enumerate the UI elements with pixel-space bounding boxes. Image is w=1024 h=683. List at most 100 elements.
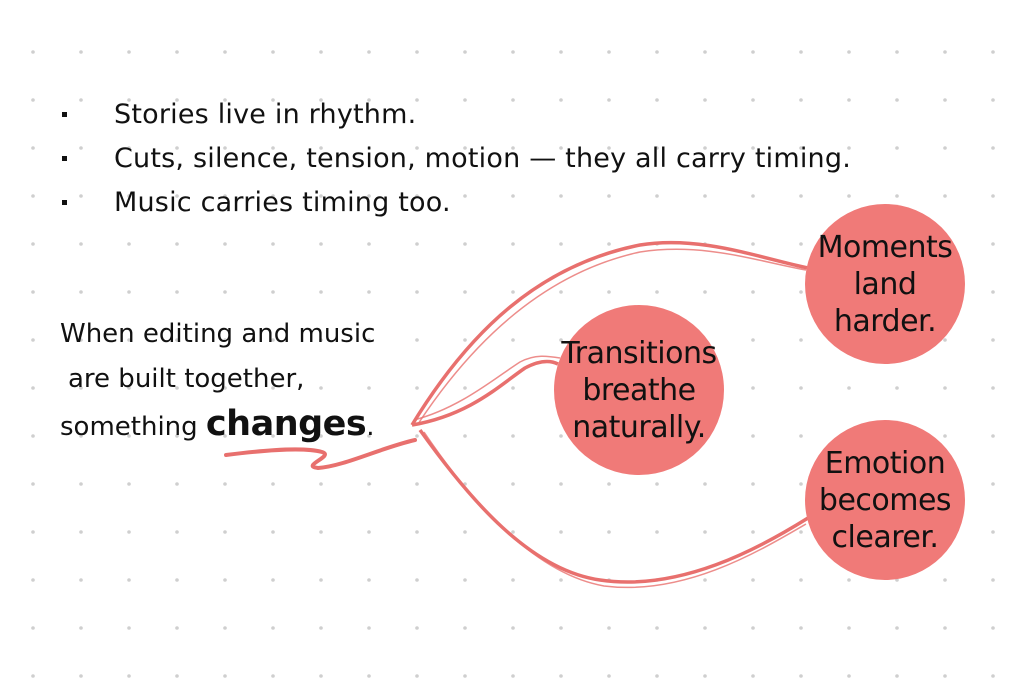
grid-dot xyxy=(319,50,323,54)
grid-dot xyxy=(175,674,179,678)
grid-dot xyxy=(271,194,275,198)
bullet-marker xyxy=(62,199,67,205)
grid-dot xyxy=(463,290,467,294)
grid-dot xyxy=(79,578,83,582)
grid-dot xyxy=(799,146,803,150)
grid-dot xyxy=(175,338,179,342)
link-to-emotion-2 xyxy=(423,431,807,589)
grid-dot xyxy=(271,338,275,342)
grid-dot xyxy=(79,674,83,678)
grid-dot xyxy=(511,194,515,198)
grid-dot xyxy=(799,578,803,582)
grid-dot xyxy=(271,50,275,54)
grid-dot xyxy=(895,194,899,198)
grid-dot xyxy=(991,338,995,342)
grid-dot xyxy=(703,674,707,678)
bullet-item: Stories live in rhythm. xyxy=(62,92,851,136)
grid-dot xyxy=(223,386,227,390)
node-moments-label: Moments land harder. xyxy=(817,229,953,339)
bullet-list: Stories live in rhythm. Cuts, silence, t… xyxy=(62,92,851,224)
brush-underline xyxy=(224,438,417,471)
grid-dot xyxy=(607,242,611,246)
grid-dot xyxy=(223,674,227,678)
grid-dot xyxy=(799,530,803,534)
grid-dot xyxy=(847,626,851,630)
grid-dot xyxy=(559,530,563,534)
grid-dot xyxy=(511,530,515,534)
grid-dot xyxy=(127,626,131,630)
grid-dot xyxy=(703,530,707,534)
grid-dot xyxy=(655,626,659,630)
grid-dot xyxy=(223,242,227,246)
lead-suffix: . xyxy=(366,412,375,442)
grid-dot xyxy=(511,242,515,246)
grid-dot xyxy=(319,146,323,150)
grid-dot xyxy=(895,98,899,102)
grid-dot xyxy=(895,386,899,390)
grid-dot xyxy=(319,434,323,438)
grid-dot xyxy=(79,482,83,486)
grid-dot xyxy=(991,290,995,294)
lead-line-3: something changes. xyxy=(60,402,460,450)
grid-dot xyxy=(799,386,803,390)
grid-dot xyxy=(511,578,515,582)
grid-dot xyxy=(607,194,611,198)
grid-dot xyxy=(367,626,371,630)
grid-dot xyxy=(223,194,227,198)
grid-dot xyxy=(751,242,755,246)
grid-dot xyxy=(511,146,515,150)
grid-dot xyxy=(463,530,467,534)
grid-dot xyxy=(127,98,131,102)
grid-dot xyxy=(271,482,275,486)
grid-dot xyxy=(223,290,227,294)
grid-dot xyxy=(847,98,851,102)
grid-dot xyxy=(271,242,275,246)
grid-dot xyxy=(367,290,371,294)
grid-dot xyxy=(943,98,947,102)
grid-dot xyxy=(607,98,611,102)
grid-dot xyxy=(463,242,467,246)
grid-dot xyxy=(31,98,35,102)
bullet-item: Cuts, silence, tension, motion — they al… xyxy=(62,136,851,180)
grid-dot xyxy=(319,578,323,582)
grid-dot xyxy=(319,98,323,102)
grid-dot xyxy=(127,482,131,486)
grid-dot xyxy=(607,626,611,630)
grid-dot xyxy=(415,578,419,582)
grid-dot xyxy=(463,146,467,150)
grid-dot xyxy=(943,50,947,54)
grid-dot xyxy=(367,482,371,486)
grid-dot xyxy=(847,50,851,54)
grid-dot xyxy=(703,194,707,198)
grid-dot xyxy=(271,386,275,390)
grid-dot xyxy=(991,578,995,582)
grid-dot xyxy=(511,338,515,342)
link-to-moments xyxy=(410,240,809,426)
grid-dot xyxy=(367,98,371,102)
grid-dot xyxy=(559,338,563,342)
grid-dot xyxy=(607,674,611,678)
grid-dot xyxy=(559,674,563,678)
grid-dot xyxy=(463,434,467,438)
grid-dot xyxy=(655,146,659,150)
grid-dot xyxy=(415,242,419,246)
grid-dot xyxy=(559,482,563,486)
grid-dot xyxy=(799,194,803,198)
grid-dot xyxy=(223,530,227,534)
grid-dot xyxy=(415,626,419,630)
grid-dot xyxy=(559,194,563,198)
grid-dot xyxy=(751,290,755,294)
grid-dot xyxy=(751,674,755,678)
grid-dot xyxy=(79,386,83,390)
node-transitions: Transitions breathe naturally. xyxy=(554,305,724,475)
grid-dot xyxy=(79,242,83,246)
grid-dot xyxy=(751,434,755,438)
grid-dot xyxy=(127,50,131,54)
grid-dot xyxy=(559,626,563,630)
grid-dot xyxy=(559,242,563,246)
grid-dot xyxy=(559,98,563,102)
grid-dot xyxy=(31,338,35,342)
grid-dot xyxy=(463,98,467,102)
